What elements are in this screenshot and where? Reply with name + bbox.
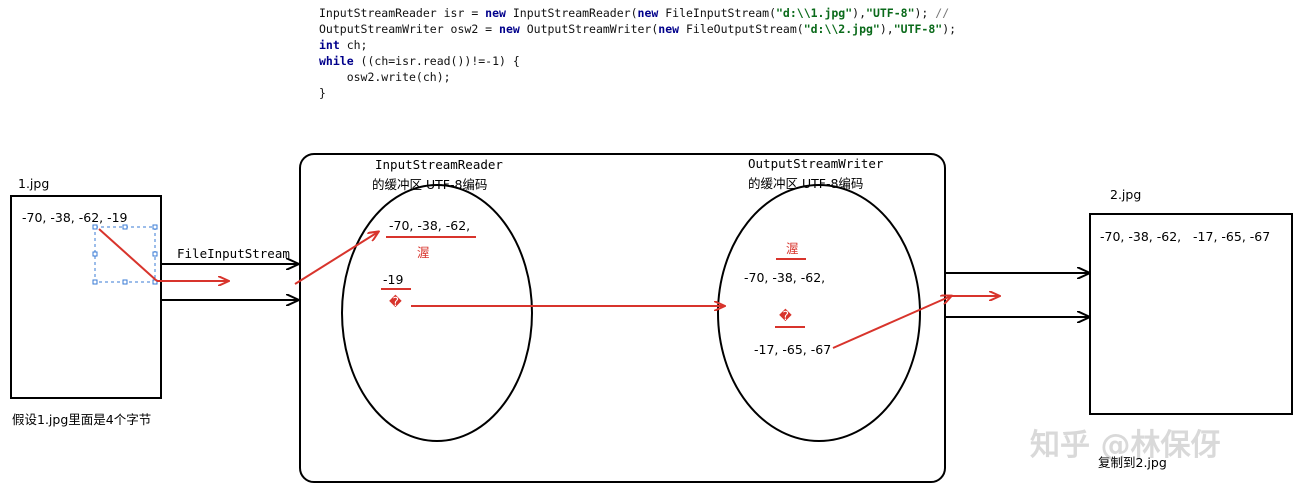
code-line-5: osw2.write(ch);	[319, 70, 451, 84]
source-file-title: 1.jpg	[18, 176, 50, 191]
arrow-select-to-stream	[98, 228, 158, 282]
selection-handles	[92, 224, 158, 285]
reader-buffer-char: 渥	[417, 245, 430, 260]
reader-replacement-char: �	[389, 294, 402, 309]
code-line-3: int ch;	[319, 38, 368, 52]
writer-replacement-bytes: -17, -65, -67	[754, 342, 832, 357]
watermark-logo: 知乎 @林保伢	[1030, 428, 1221, 463]
selection-box	[94, 226, 156, 283]
dest-file-title: 2.jpg	[1110, 187, 1142, 202]
reader-buffer-ellipse	[341, 184, 533, 442]
writer-buffer-ellipse	[717, 184, 921, 442]
writer-replacement-char: �	[779, 308, 792, 323]
arrow-stream-to-reader	[294, 232, 378, 285]
writer-buffer-title: OutputStreamWriter	[748, 156, 884, 171]
code-line-1: InputStreamReader isr = new InputStreamR…	[319, 6, 950, 20]
source-file-bytes: -70, -38, -62, -19	[22, 210, 128, 225]
reader-buffer-bytes: -70, -38, -62,	[389, 218, 471, 233]
source-file-caption: 假设1.jpg里面是4个字节	[12, 412, 152, 427]
dest-file-box	[1089, 213, 1293, 415]
reader-buffer-title: InputStreamReader	[375, 157, 503, 172]
reader-buffer-subtitle: 的缓冲区 UTF-8编码	[372, 177, 488, 192]
code-line-4: while ((ch=isr.read())!=-1) {	[319, 54, 520, 68]
code-snippet: InputStreamReader isr = new InputStreamR…	[319, 5, 956, 101]
source-file-box	[10, 195, 162, 399]
dest-file-bytes: -70, -38, -62, -17, -65, -67	[1100, 229, 1271, 244]
code-line-6: }	[319, 86, 326, 100]
arrow-writer-to-output	[832, 296, 951, 349]
writer-buffer-subtitle: 的缓冲区 UTF-8编码	[748, 176, 864, 191]
writer-buffer-bytes: -70, -38, -62,	[744, 270, 826, 285]
process-box	[299, 153, 946, 483]
writer-buffer-char: 渥	[786, 241, 799, 256]
dest-file-caption: 复制到2.jpg	[1098, 455, 1167, 470]
reader-buffer-leftover: -19	[383, 272, 404, 287]
code-line-2: OutputStreamWriter osw2 = new OutputStre…	[319, 22, 957, 36]
file-input-stream-label: FileInputStream	[177, 246, 290, 261]
